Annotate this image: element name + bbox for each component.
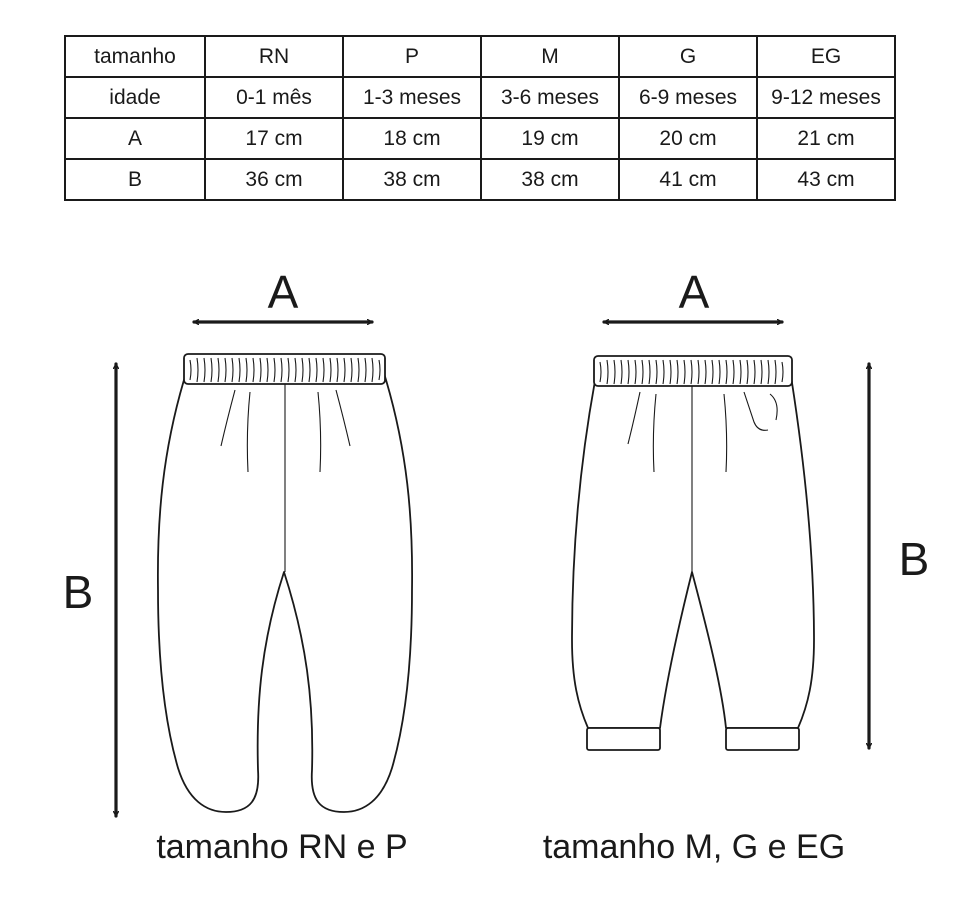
fabric-folds <box>220 389 351 473</box>
size-table: tamanho RN P M G EG idade 0-1 mês 1-3 me… <box>64 35 896 201</box>
table-cell: 9-12 meses <box>756 76 896 119</box>
table-cell: 0-1 mês <box>204 76 344 119</box>
row-header: A <box>64 117 206 160</box>
table-cell: G <box>618 35 758 78</box>
table-cell: 17 cm <box>204 117 344 160</box>
left-cuff <box>586 727 661 751</box>
table-row: B 36 cm 38 cm 38 cm 41 cm 43 cm <box>64 158 896 201</box>
waistband <box>593 355 793 387</box>
row-header: tamanho <box>64 35 206 78</box>
table-cell: P <box>342 35 482 78</box>
caption-m-g-eg: tamanho M, G e EG <box>543 828 845 866</box>
waistband-gathers <box>599 359 784 385</box>
table-cell: M <box>480 35 620 78</box>
table-cell: 43 cm <box>756 158 896 201</box>
table-cell: 38 cm <box>480 158 620 201</box>
caption-rn-p: tamanho RN e P <box>156 828 407 866</box>
table-row: A 17 cm 18 cm 19 cm 20 cm 21 cm <box>64 117 896 160</box>
width-label: A <box>268 266 299 318</box>
table-row: tamanho RN P M G EG <box>64 35 896 78</box>
right-cuff <box>725 727 800 751</box>
waistband-gathers <box>189 357 381 383</box>
length-label: B <box>63 566 94 618</box>
table-cell: 3-6 meses <box>480 76 620 119</box>
table-cell: 6-9 meses <box>618 76 758 119</box>
row-header: B <box>64 158 206 201</box>
cuffed-pants-diagram: A B tamanho M, G e EG <box>543 266 930 866</box>
table-cell: 38 cm <box>342 158 482 201</box>
length-label: B <box>899 533 930 585</box>
row-header: idade <box>64 76 206 119</box>
table-row: idade 0-1 mês 1-3 meses 3-6 meses 6-9 me… <box>64 76 896 119</box>
cuffed-pants-outline <box>571 369 815 729</box>
table-cell: 41 cm <box>618 158 758 201</box>
table-cell: EG <box>756 35 896 78</box>
table-cell: RN <box>204 35 344 78</box>
table-cell: 21 cm <box>756 117 896 160</box>
table-cell: 36 cm <box>204 158 344 201</box>
waistband <box>183 353 386 385</box>
footed-pants-diagram: A B tamanho RN e P <box>63 266 414 866</box>
table-cell: 20 cm <box>618 117 758 160</box>
table-cell: 1-3 meses <box>342 76 482 119</box>
fabric-folds <box>627 391 778 473</box>
footed-pants-outline <box>156 369 414 813</box>
width-label: A <box>679 266 710 318</box>
table-cell: 19 cm <box>480 117 620 160</box>
table-cell: 18 cm <box>342 117 482 160</box>
